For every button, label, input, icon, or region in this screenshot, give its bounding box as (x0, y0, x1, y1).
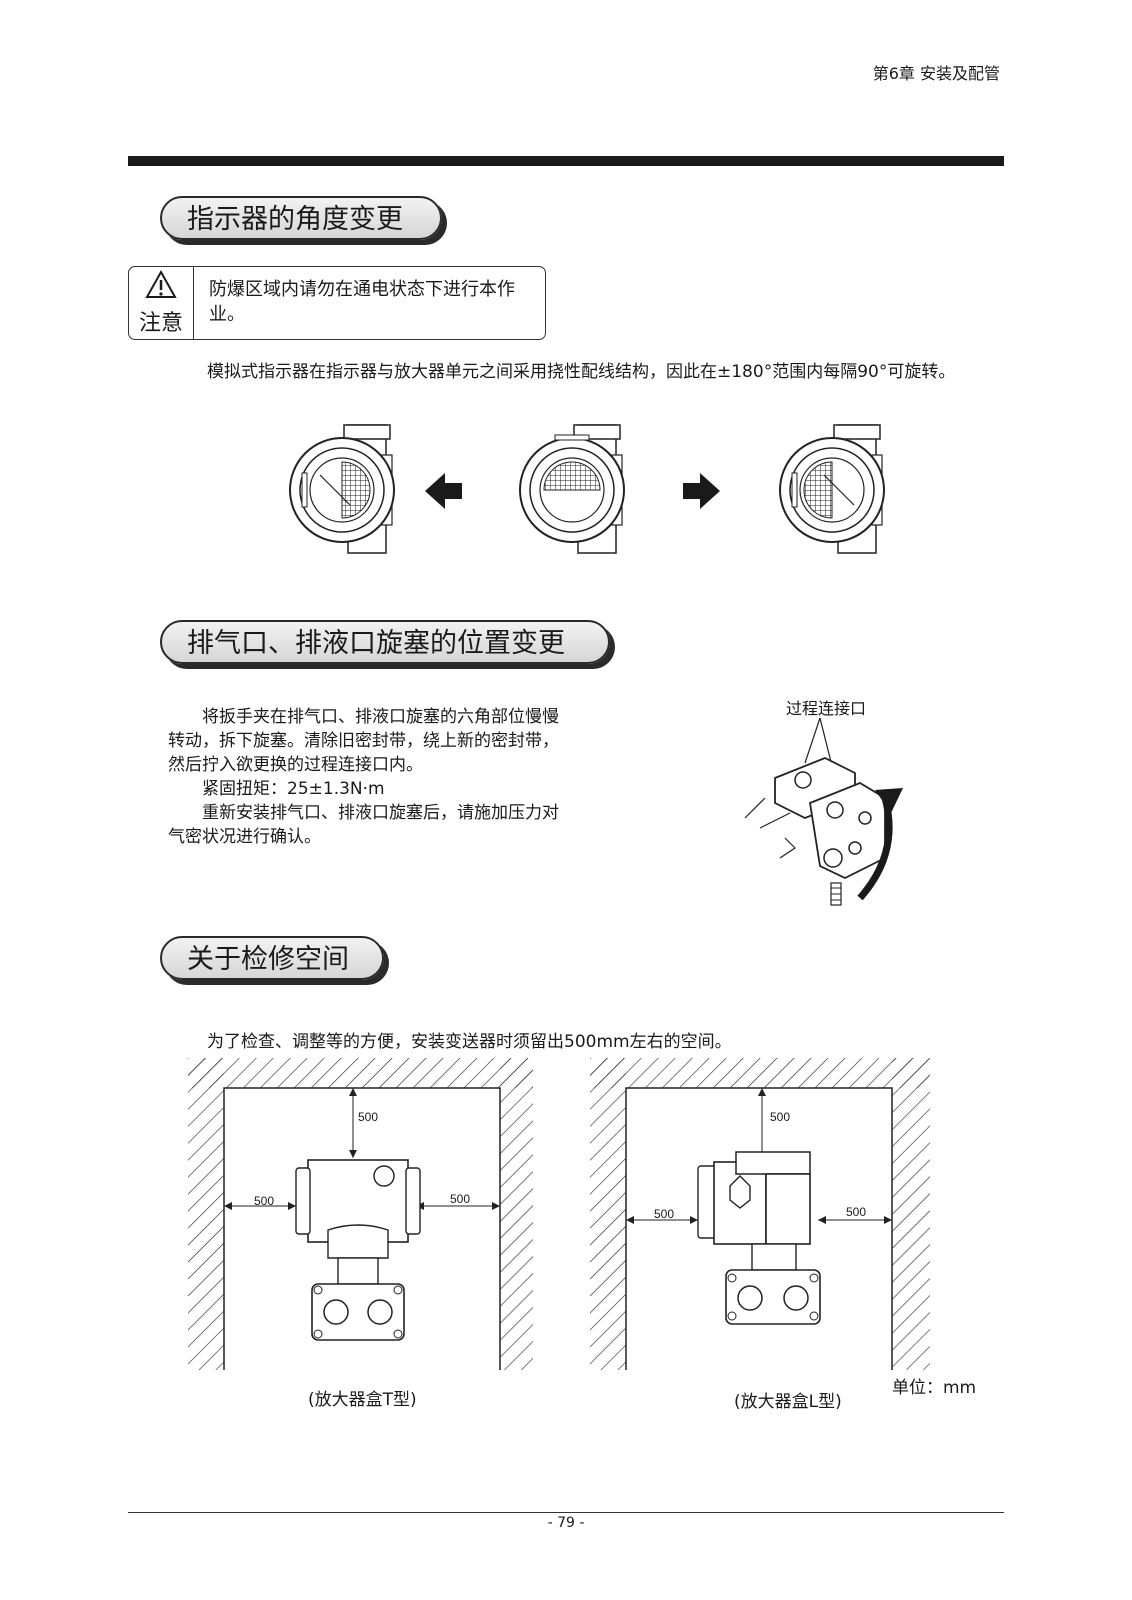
indicator-rotation-text: 模拟式指示器在指示器与放大器单元之间采用挠性配线结构，因此在±180°范围内每隔… (207, 362, 956, 382)
caution-icon-cell: 注意 (129, 267, 194, 339)
header-rule (128, 156, 1004, 166)
instruction-torque: 紧固扭矩：25±1.3N·m (168, 779, 385, 799)
caption-l-type: (放大器盒L型) (734, 1392, 842, 1412)
process-connection-label: 过程连接口 (786, 699, 867, 718)
section-title-vent-drain-plug: 排气口、排液口旋塞的位置变更 (160, 620, 610, 664)
caution-label: 注意 (138, 311, 183, 336)
arrow-right-icon (683, 473, 720, 509)
caption-t-type: (放大器盒T型) (308, 1390, 417, 1410)
indicator-right-rotated (779, 424, 885, 554)
clearance-diagram-t-type (188, 1058, 533, 1370)
flange-plug-figure (744, 717, 903, 906)
unit-label: 单位：mm (892, 1378, 977, 1398)
dim-left-top: 500 (358, 1110, 379, 1124)
dim-right-top: 500 (770, 1110, 791, 1124)
indicator-left-rotated (289, 424, 395, 554)
warning-triangle-icon (145, 269, 177, 298)
dim-right-right: 500 (846, 1205, 867, 1219)
clearance-diagram-l-type (590, 1058, 930, 1370)
maintenance-space-text: 为了检查、调整等的方便，安装变送器时须留出500mm左右的空间。 (207, 1032, 732, 1052)
instruction-paragraph-1: 将扳手夹在排气口、排液口旋塞的六角部位慢慢转动，拆下旋塞。清除旧密封带，绕上新的… (168, 707, 559, 775)
chapter-header: 第6章 安装及配管 (872, 64, 1000, 83)
section-title-maintenance-space: 关于检修空间 (160, 936, 384, 980)
rotation-arrow-icon (875, 788, 903, 813)
footer-rule (128, 1512, 1004, 1513)
arrow-left-icon (425, 473, 462, 509)
page-number: - 79 - (547, 1515, 585, 1531)
caution-box: 注意 防爆区域内请勿在通电状态下进行本作业。 (128, 266, 546, 340)
dim-left-right: 500 (450, 1192, 471, 1206)
section-title-indicator-angle: 指示器的角度变更 (160, 196, 442, 240)
vent-drain-instructions: 将扳手夹在排气口、排液口旋塞的六角部位慢慢转动，拆下旋塞。清除旧密封带，绕上新的… (168, 705, 568, 849)
instruction-paragraph-3: 重新安装排气口、排液口旋塞后，请施加压力对气密状况进行确认。 (168, 803, 559, 847)
indicator-rotation-figure (289, 424, 885, 554)
dim-left-left: 500 (254, 1194, 275, 1208)
indicator-center-upright (519, 424, 625, 554)
caution-message: 防爆区域内请勿在通电状态下进行本作业。 (209, 279, 515, 325)
dim-right-left: 500 (654, 1207, 675, 1221)
